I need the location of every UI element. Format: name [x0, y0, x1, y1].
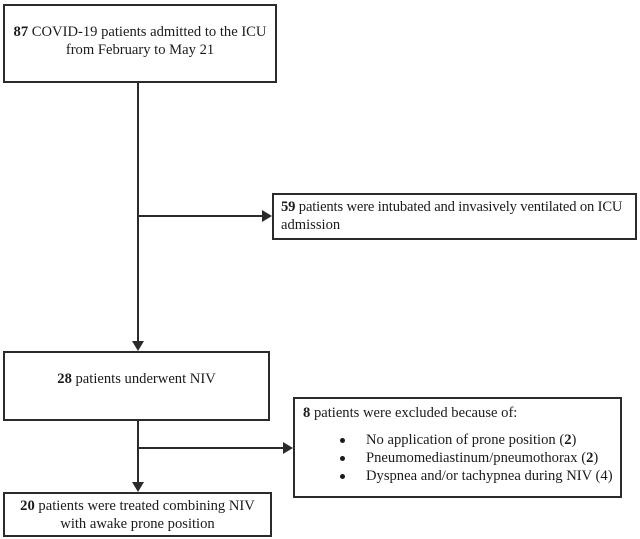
- box-niv: 28 patients underwent NIV: [3, 351, 270, 421]
- box-niv-line1: 28 patients underwent NIV: [5, 370, 268, 388]
- box-intubated-line2: admission: [281, 217, 341, 233]
- exclusion-bullet-text: Dyspnea and/or tachypnea during NIV (4): [366, 468, 613, 484]
- box-prone-line1: 20 patients were treated combining NIV: [5, 497, 270, 515]
- bullet-icon: [340, 474, 345, 479]
- exclusion-bullet-list: No application of prone position (2) Pne…: [303, 431, 613, 485]
- bullet-icon: [340, 438, 345, 443]
- admitted-count: 87: [13, 24, 29, 40]
- excluded-header-text: patients were excluded because of:: [310, 405, 518, 421]
- box-prone-line2: with awake prone position: [60, 516, 215, 532]
- excluded-count: 8: [303, 405, 311, 421]
- connector-admitted-to-niv: [137, 83, 139, 342]
- arrowhead-right-icon: [262, 210, 272, 222]
- exclusion-bullet: Pneumomediastinum/pneumothorax (2): [303, 449, 612, 467]
- exclusion-bullet: No application of prone position (2): [303, 431, 612, 449]
- box-admitted-line2: from February to May 21: [65, 42, 215, 58]
- bullet-icon: [340, 456, 345, 461]
- arrowhead-down-icon: [132, 341, 144, 351]
- box-admitted-line1: 87 COVID-19 patients admitted to the ICU: [5, 23, 275, 41]
- box-excluded-header: 8 patients were excluded because of:: [303, 404, 612, 422]
- box-admitted: 87 COVID-19 patients admitted to the ICU…: [3, 4, 277, 83]
- exclusion-bullet-text: No application of prone position (2): [366, 432, 577, 448]
- connector-branch-to-excluded: [138, 447, 284, 449]
- admitted-text: COVID-19 patients admitted to the ICU: [28, 24, 267, 40]
- connector-branch-to-intubated: [138, 215, 263, 217]
- exclusion-bullet: Dyspnea and/or tachypnea during NIV (4): [303, 467, 613, 485]
- arrowhead-right-icon: [283, 442, 293, 454]
- arrowhead-down-icon: [132, 482, 144, 492]
- box-excluded: 8 patients were excluded because of: No …: [293, 397, 622, 498]
- box-intubated-line1: 59 patients were intubated and invasivel…: [281, 198, 631, 216]
- intubated-count: 59: [281, 199, 296, 215]
- niv-count: 28: [57, 371, 72, 387]
- box-prone: 20 patients were treated combining NIV w…: [3, 492, 272, 537]
- box-intubated: 59 patients were intubated and invasivel…: [272, 193, 637, 240]
- intubated-text: patients were intubated and invasively v…: [295, 199, 623, 215]
- prone-text: patients were treated combining NIV: [34, 498, 255, 514]
- niv-text: patients underwent NIV: [71, 371, 216, 387]
- exclusion-bullet-text: Pneumomediastinum/pneumothorax (2): [366, 450, 599, 466]
- prone-count: 20: [20, 498, 35, 514]
- connector-niv-to-prone: [137, 421, 139, 483]
